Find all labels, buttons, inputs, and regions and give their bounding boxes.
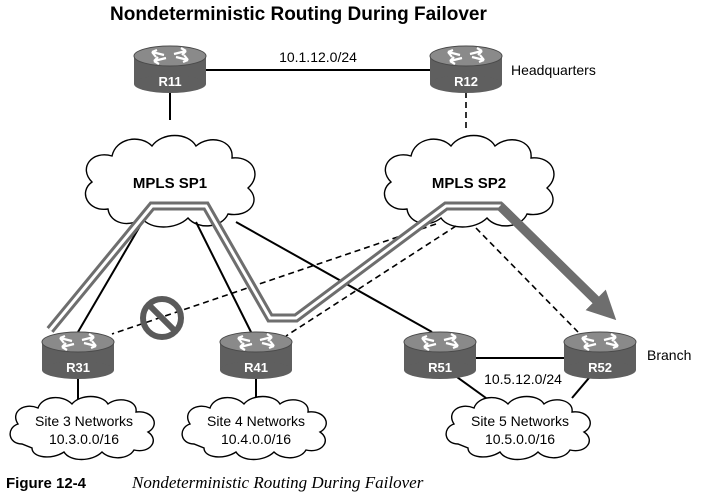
cloud-label-sp1: MPLS SP1 — [133, 175, 207, 192]
site-5-name: Site 5 Networks — [471, 413, 569, 429]
router-label-r41: R41 — [244, 360, 268, 375]
router-label-r52: R52 — [588, 360, 612, 375]
router-r11: R11 — [132, 44, 208, 95]
site-cloud-3: Site 3 Networks 10.3.0.0/16 — [9, 395, 155, 461]
router-label-r51: R51 — [428, 360, 452, 375]
site-5-prefix: 10.5.0.0/16 — [485, 431, 555, 447]
failover-path — [46, 201, 617, 333]
router-r51: R51 — [402, 330, 478, 381]
diagram-title: Nondeterministic Routing During Failover — [110, 4, 487, 25]
site-3-prefix: 10.3.0.0/16 — [49, 431, 119, 447]
router-r12: R12 — [428, 44, 504, 95]
headquarters-label: Headquarters — [511, 62, 596, 78]
figure-caption: Nondeterministic Routing During Failover — [131, 473, 424, 492]
router-r41: R41 — [218, 330, 294, 381]
link-sp2-r52-dashed — [475, 227, 579, 333]
branch-subnet-label: 10.5.12.0/24 — [484, 371, 562, 387]
site-4-prefix: 10.4.0.0/16 — [221, 431, 291, 447]
failover-path-arrow — [496, 202, 617, 321]
branch-label: Branch — [647, 347, 691, 363]
failover-path-inner — [48, 204, 600, 331]
site-cloud-5: Site 5 Networks 10.5.0.0/16 — [445, 395, 591, 461]
hq-subnet-label: 10.1.12.0/24 — [279, 49, 357, 65]
link-sp1-r51 — [235, 221, 433, 333]
router-label-r31: R31 — [66, 360, 90, 375]
site-cloud-4: Site 4 Networks 10.4.0.0/16 — [181, 395, 327, 461]
link-sp2-r31-dashed — [111, 223, 437, 335]
router-label-r11: R11 — [158, 74, 181, 89]
figure-number: Figure 12-4 — [6, 475, 87, 492]
cloud-label-sp2: MPLS SP2 — [432, 175, 506, 192]
backup-links — [111, 92, 579, 337]
link-sp2-r41-dashed — [285, 225, 457, 337]
router-r31: R31 — [40, 330, 116, 381]
site-3-name: Site 3 Networks — [35, 413, 133, 429]
router-r52: R52 — [562, 330, 638, 381]
link-sp1-r31 — [77, 225, 141, 333]
blocked-icon — [140, 296, 184, 340]
links — [77, 69, 595, 400]
link-sp1-r41 — [195, 221, 253, 335]
site-4-name: Site 4 Networks — [207, 413, 305, 429]
router-label-r12: R12 — [454, 74, 478, 89]
